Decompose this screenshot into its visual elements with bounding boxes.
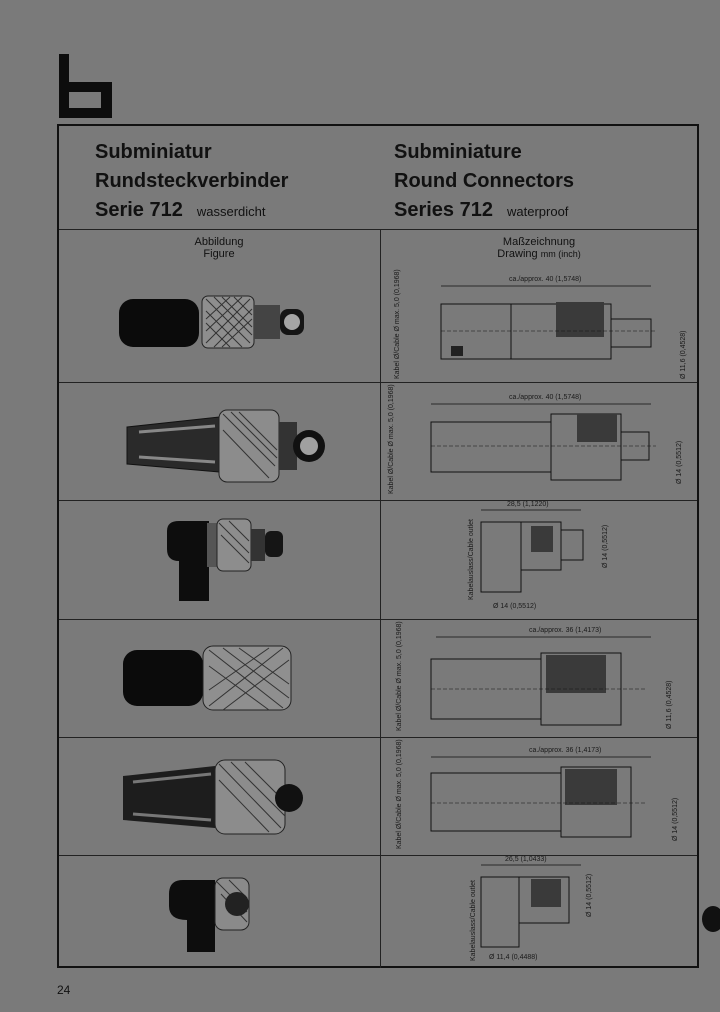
column-divider — [380, 230, 381, 968]
right-dimension-6: Ø 14 (0,5512) — [586, 874, 593, 917]
row-divider — [59, 619, 697, 620]
connector-drawing-5: ca./approx. 36 (1,4173) Kabel Ø/Cable Ø … — [396, 739, 679, 849]
top-dimension-1: ca./approx. 40 (1,5748) — [509, 276, 581, 283]
scan-punch-hole — [702, 906, 720, 932]
top-dimension-5: ca./approx. 36 (1,4173) — [529, 747, 601, 754]
figure-label-de: Abbildung — [194, 236, 244, 248]
right-dimension-3: Ø 14 (0,5512) — [602, 525, 609, 568]
english-title: Subminiature Round Connectors Series 712… — [394, 138, 574, 226]
side-label-5: Kabel Ø/Cable Ø max. 5,0 (0,1968) — [396, 739, 403, 849]
connector-drawing-3: 28,5 (1,1220) Kabelauslass/Cable outlet … — [468, 501, 609, 610]
side-label-6: Kabelauslass/Cable outlet — [470, 880, 477, 961]
connector-photo-6 — [169, 877, 250, 952]
drawing-unit: mm (inch) — [540, 249, 581, 259]
right-dimension-2: Ø 14 (0,5512) — [676, 441, 683, 484]
connector-drawing-4: ca./approx. 36 (1,4173) Kabel Ø/Cable Ø … — [396, 621, 673, 731]
side-label-2: Kabel Ø/Cable Ø max. 5,0 (0,1968) — [388, 384, 395, 494]
top-dimension-4: ca./approx. 36 (1,4173) — [529, 627, 601, 634]
top-dimension-2: ca./approx. 40 (1,5748) — [509, 394, 581, 401]
catalog-header: Subminiatur Rundsteckverbinder Serie 712… — [59, 126, 697, 230]
german-title-line2: Rundsteckverbinder — [95, 170, 289, 192]
bottom-dimension-6: Ø 11,4 (0,4488) — [489, 954, 538, 961]
connector-photo-1 — [119, 295, 304, 349]
catalog-frame: Subminiatur Rundsteckverbinder Serie 712… — [57, 124, 699, 968]
right-dimension-4: Ø 11,6 (0,4528) — [666, 680, 673, 729]
top-dimension-3: 28,5 (1,1220) — [507, 501, 549, 508]
side-label-4: Kabel Ø/Cable Ø max. 5,0 (0,1968) — [396, 621, 403, 731]
row-divider — [59, 382, 697, 383]
connector-photo-4 — [123, 645, 292, 711]
drawing-label-de: Maßzeichnung — [502, 236, 576, 248]
connector-drawing-2: ca./approx. 40 (1,5748) Kabel Ø/Cable Ø … — [388, 384, 683, 494]
right-dimension-1: Ø 11,6 (0,4528) — [680, 330, 687, 379]
drawing-column-header: Maßzeichnung Drawing mm (inch) — [381, 236, 697, 270]
figure-column-header: Abbildung Figure — [59, 236, 379, 270]
bottom-dimension-3: Ø 14 (0,5512) — [493, 603, 536, 610]
connector-photo-5 — [123, 759, 303, 835]
row-divider — [59, 737, 697, 738]
row-divider — [59, 855, 697, 856]
connector-drawing-6: 26,5 (1,0433) Kabelauslass/Cable outlet … — [470, 856, 593, 961]
top-dimension-6: 26,5 (1,0433) — [505, 856, 547, 863]
german-title: Subminiatur Rundsteckverbinder Serie 712… — [95, 138, 288, 226]
german-title-line1: Subminiatur — [95, 141, 212, 163]
side-label-3: Kabelauslass/Cable outlet — [468, 519, 475, 600]
english-title-line2: Round Connectors — [394, 170, 574, 192]
german-note: wasserdicht — [196, 204, 266, 219]
page-number: 24 — [57, 983, 71, 997]
right-dimension-5: Ø 14 (0,5512) — [672, 798, 679, 841]
english-note: waterproof — [506, 204, 569, 219]
drawing-label-en: Drawing — [497, 248, 538, 260]
english-title-line1: Subminiature — [394, 141, 522, 163]
row-divider — [59, 500, 697, 501]
german-series: Serie 712 — [95, 199, 183, 221]
connector-drawing-1: ca./approx. 40 (1,5748) Kabel Ø/Cable Ø … — [394, 269, 687, 379]
english-series: Series 712 — [394, 199, 493, 221]
connector-photo-2 — [126, 409, 325, 483]
side-label-1: Kabel Ø/Cable Ø max. 5,0 (0,1968) — [394, 269, 401, 379]
figure-label-en: Figure — [203, 248, 235, 260]
company-logo — [57, 52, 114, 120]
connector-photo-3 — [167, 518, 283, 601]
